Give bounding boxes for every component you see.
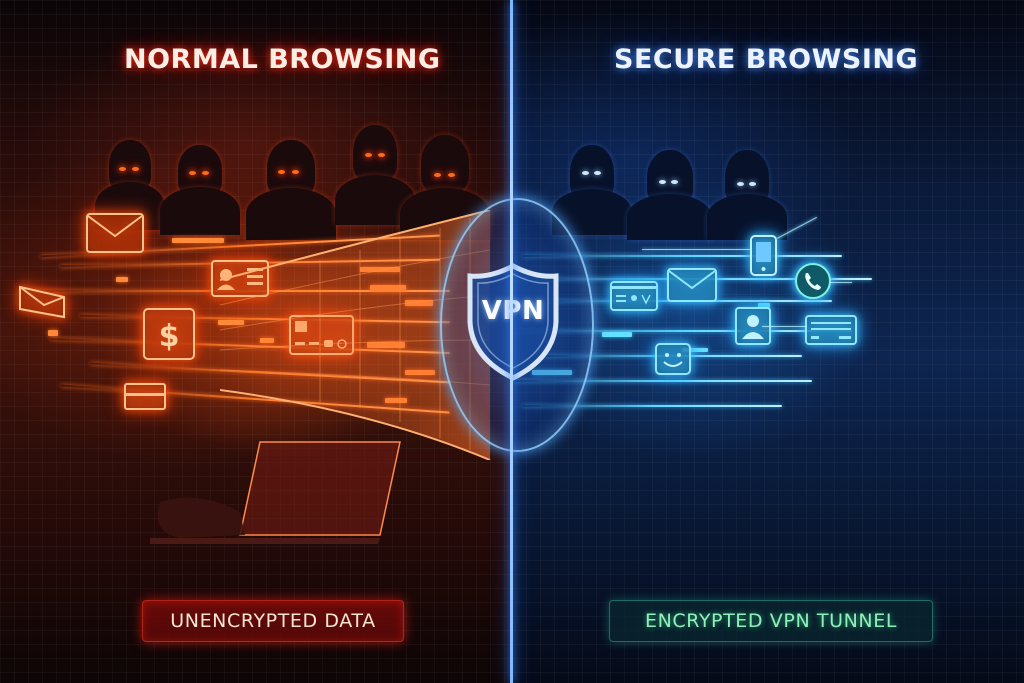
encrypted-stream-line [542, 355, 802, 357]
connector-line [642, 249, 750, 250]
normal-browsing-panel: $ [0, 0, 512, 683]
data-packet [682, 348, 708, 352]
data-packet [116, 277, 128, 282]
secure-browsing-panel [512, 0, 1024, 683]
svg-text:$: $ [159, 319, 180, 354]
hooded-hacker-figure [95, 140, 165, 230]
id-card-icon [610, 281, 658, 311]
data-packet [48, 330, 58, 336]
hooded-figure-blocked [707, 150, 787, 240]
envelope-icon [667, 268, 717, 302]
data-packet [602, 332, 632, 337]
hooded-figure-blocked [627, 150, 712, 240]
data-packet [172, 238, 224, 243]
form-card-icon [805, 315, 857, 345]
smartphone-icon [750, 235, 777, 276]
user-profile-icon [735, 307, 771, 345]
unencrypted-data-badge: UNENCRYPTED DATA [142, 600, 404, 642]
envelope-icon [86, 213, 144, 253]
credit-card-icon [124, 383, 166, 410]
laptop-unsecured [150, 441, 401, 544]
encrypted-stream-line [512, 330, 852, 332]
shield-icon [467, 263, 559, 381]
encrypted-tunnel-badge: ENCRYPTED VPN TUNNEL [609, 600, 933, 642]
normal-browsing-title: NORMAL BROWSING [124, 44, 441, 75]
center-divider-line [510, 0, 513, 683]
phone-call-icon [794, 262, 832, 300]
hooded-hacker-figure [246, 140, 336, 240]
dollar-icon: $ [143, 308, 195, 360]
smiley-icon [655, 343, 691, 375]
encrypted-stream-line [512, 278, 872, 280]
hooded-hacker-figure [160, 145, 240, 235]
encrypted-stream-line [522, 405, 782, 407]
connector-line [762, 326, 807, 327]
connector-line [830, 282, 852, 283]
vpn-shield-label: VPN [481, 296, 545, 326]
secure-browsing-title: SECURE BROWSING [614, 44, 919, 75]
hooded-figure-blocked [552, 145, 632, 235]
encrypted-stream-line [512, 380, 812, 382]
encrypted-stream-line [522, 255, 842, 257]
data-packet [758, 303, 770, 308]
envelope-icon [18, 281, 66, 321]
